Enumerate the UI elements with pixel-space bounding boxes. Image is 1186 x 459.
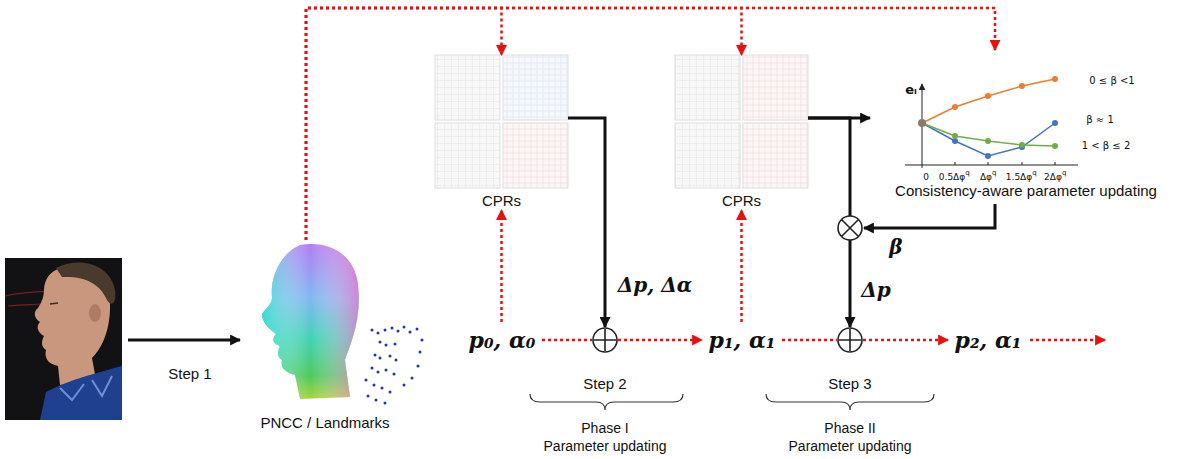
step-label: Step 2 [583, 375, 626, 392]
sum-circle [593, 328, 617, 352]
curve-points [952, 76, 1058, 110]
dotted-connector [782, 339, 837, 342]
node-caption: CPRs [482, 192, 521, 210]
weight-arrow [864, 204, 995, 228]
weight-symbol: β [889, 236, 902, 259]
connector-label: Δp [861, 279, 891, 302]
phase-bracket [530, 394, 683, 410]
cpr-matrix [435, 123, 500, 188]
matrix-node: CPRs [675, 55, 808, 210]
dotted-connector [740, 210, 743, 322]
phase-label: Phase II [824, 420, 875, 436]
step-label: Step 3 [828, 375, 871, 392]
tick-label: Δφ [980, 172, 992, 182]
dotted-connector [306, 8, 742, 240]
solid-connector [568, 118, 605, 327]
curve-orange [922, 79, 1055, 123]
image-caption-node: PNCC / Landmarks [250, 240, 400, 432]
node-caption: Consistency-aware parameter updating [895, 182, 1157, 200]
parameter-node: p₂, α₁ [948, 322, 1028, 358]
node-caption: CPRs [722, 192, 761, 210]
curve-green [922, 123, 1055, 146]
tick-superscript: q [965, 169, 969, 177]
continuation-arrow [1030, 339, 1105, 342]
photo-eye [50, 303, 58, 304]
dotted-connector [306, 8, 502, 240]
axis-label: eᵢ [905, 83, 917, 98]
plot-x-axis [905, 165, 1078, 166]
tick-label: 0 [923, 172, 929, 182]
parameter-node: p₁, α₁ [702, 322, 782, 358]
multiply-symbol [838, 216, 862, 240]
photo-shirt-pattern [60, 376, 112, 400]
phase-label: Phase I [581, 420, 628, 436]
curve-points [952, 133, 1058, 149]
plot-ticks [955, 162, 1055, 165]
tick-label: 0.5Δφ [939, 172, 965, 182]
pncc-face [262, 244, 359, 399]
tick-superscript: q [1062, 169, 1066, 177]
curve-label: 0 ≤ β <1 [1089, 75, 1134, 87]
phase-bracket [766, 394, 934, 410]
sum-node: Step 3 [837, 327, 863, 353]
step-arrow [128, 339, 240, 342]
sum-plus [594, 329, 616, 351]
parameter-label: p₁, α₁ [709, 327, 776, 353]
photo-background [5, 258, 122, 420]
matrix-node: CPRs [435, 55, 568, 210]
plot-y-axis [922, 84, 923, 168]
photo-face [35, 267, 110, 385]
sum-plus [839, 329, 861, 351]
phase-description: Parameter updating [544, 438, 667, 454]
pncc-shading [262, 244, 359, 399]
landmark-dots [365, 326, 424, 405]
tick-superscript: q [1032, 169, 1036, 177]
sum-circle [838, 328, 862, 352]
parameter-label: p₂, α₁ [955, 327, 1022, 353]
node-caption: PNCC / Landmarks [260, 414, 389, 432]
dotted-connector [618, 339, 702, 342]
tick-label: 2Δφ [1044, 172, 1062, 182]
cpr-matrix [743, 55, 808, 120]
cpr-matrix [743, 123, 808, 188]
tick-label: 1.5Δφ [1006, 172, 1032, 182]
photo-shirt [40, 366, 122, 420]
connector-label: Δp, Δα [618, 274, 692, 297]
curve-origin [918, 119, 926, 127]
dotted-connector [542, 339, 592, 342]
parameter-label: p₀, α₀ [469, 327, 536, 353]
multiply-cross [842, 220, 859, 237]
photo-ear [89, 304, 101, 322]
cpr-matrix [435, 55, 500, 120]
tick-superscript: q [992, 169, 996, 177]
cpr-matrix [503, 55, 568, 120]
dotted-connector [500, 210, 503, 322]
step-label: Step 1 [168, 365, 211, 382]
solid-connector [808, 118, 850, 327]
photo-streak [5, 290, 70, 306]
photo-hair [56, 263, 115, 304]
curve-blue [922, 123, 1055, 156]
curve-points [952, 120, 1058, 159]
curve-label: 1 < β ≤ 2 [1082, 140, 1131, 152]
cpr-matrix [503, 123, 568, 188]
dotted-connector [306, 8, 995, 240]
cpr-matrix [675, 123, 740, 188]
sum-outline [592, 327, 618, 353]
sum-outline [837, 327, 863, 353]
parameter-node: p₀, α₀ [462, 322, 542, 358]
cpr-matrix [675, 55, 740, 120]
sum-node: Step 2 [592, 327, 618, 353]
dotted-connector [863, 339, 948, 342]
phase-description: Parameter updating [789, 438, 912, 454]
curve-label: β ≈ 1 [1086, 114, 1113, 126]
solid-connector [808, 117, 870, 120]
